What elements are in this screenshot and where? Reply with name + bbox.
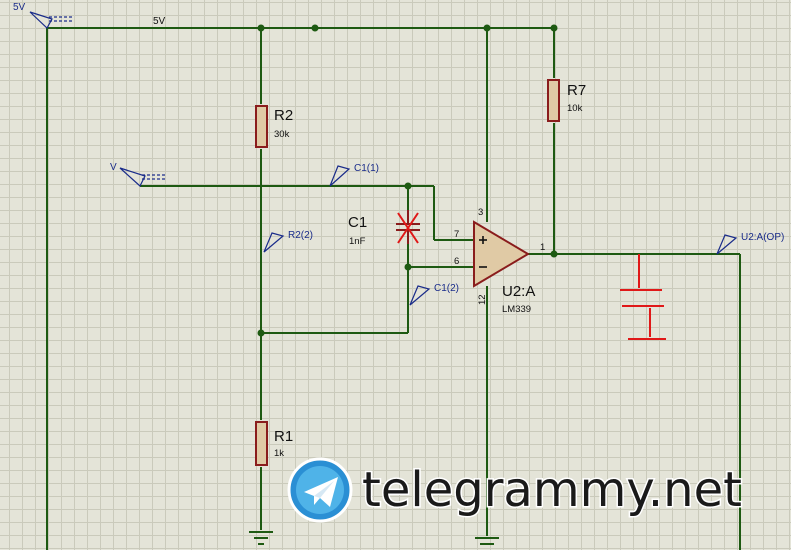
junction-dot: [311, 24, 319, 32]
hand-drawn-capacitor-annotation: [620, 254, 666, 340]
ground-symbol-left: [249, 531, 273, 545]
pin-number-noninv: 7: [454, 229, 459, 240]
junction-dot: [257, 329, 265, 337]
resistor-r2-ref: R2: [274, 107, 293, 124]
terminal-5v[interactable]: 5V: [13, 2, 73, 29]
probe-label-c1-1: C1(1): [354, 163, 379, 174]
junction-dot: [404, 182, 412, 190]
capacitor-c1[interactable]: C1 1nF: [348, 210, 420, 247]
junction-dot: [257, 24, 265, 32]
junction-dot: [404, 263, 412, 271]
junction-dot: [483, 24, 491, 32]
resistor-r7-value: 10k: [567, 103, 583, 114]
ground-symbol-comparator: [475, 537, 499, 545]
net-label-5v: 5V: [153, 16, 166, 27]
probe-r2-2[interactable]: R2(2): [263, 230, 313, 253]
probe-c1-1[interactable]: C1(1): [329, 163, 379, 187]
junction-dot: [550, 24, 558, 32]
resistor-r2[interactable]: R2 30k: [255, 105, 293, 148]
probe-label-output: U2:A(OP): [741, 232, 784, 243]
comparator-u2a[interactable]: 3 7 6 1 12 U2:A LM339: [454, 207, 545, 315]
comparator-ref: U2:A: [502, 283, 535, 300]
junctions: [257, 24, 558, 337]
resistor-r7[interactable]: R7 10k: [547, 79, 586, 122]
probe-label-c1-2: C1(2): [434, 283, 459, 294]
resistor-r1[interactable]: R1 1k: [255, 421, 293, 466]
watermark-logo-icon: [287, 457, 353, 523]
resistor-r1-ref: R1: [274, 428, 293, 445]
pin-number-out: 1: [540, 242, 545, 253]
watermark-text: telegrammy.net: [362, 462, 742, 518]
wires: [46, 27, 741, 550]
junction-dot: [550, 250, 558, 258]
resistor-r2-value: 30k: [274, 129, 290, 140]
resistor-r7-ref: R7: [567, 82, 586, 99]
capacitor-c1-ref: C1: [348, 214, 367, 231]
probe-label-r2-2: R2(2): [288, 230, 313, 241]
pin-number-inv: 6: [454, 256, 459, 267]
terminal-input-v[interactable]: V: [110, 162, 166, 187]
terminal-label-input: V: [110, 162, 117, 173]
probe-c1-2[interactable]: C1(2): [409, 283, 459, 306]
c1-cross-mark: [397, 212, 419, 244]
comparator-value: LM339: [502, 304, 531, 315]
capacitor-c1-value: 1nF: [349, 236, 366, 247]
pin-number-gnd: 12: [477, 294, 488, 305]
terminal-label-5v: 5V: [13, 2, 26, 13]
probe-output[interactable]: U2:A(OP): [716, 232, 784, 255]
resistor-r1-value: 1k: [274, 448, 284, 459]
pin-number-vcc: 3: [478, 207, 483, 218]
